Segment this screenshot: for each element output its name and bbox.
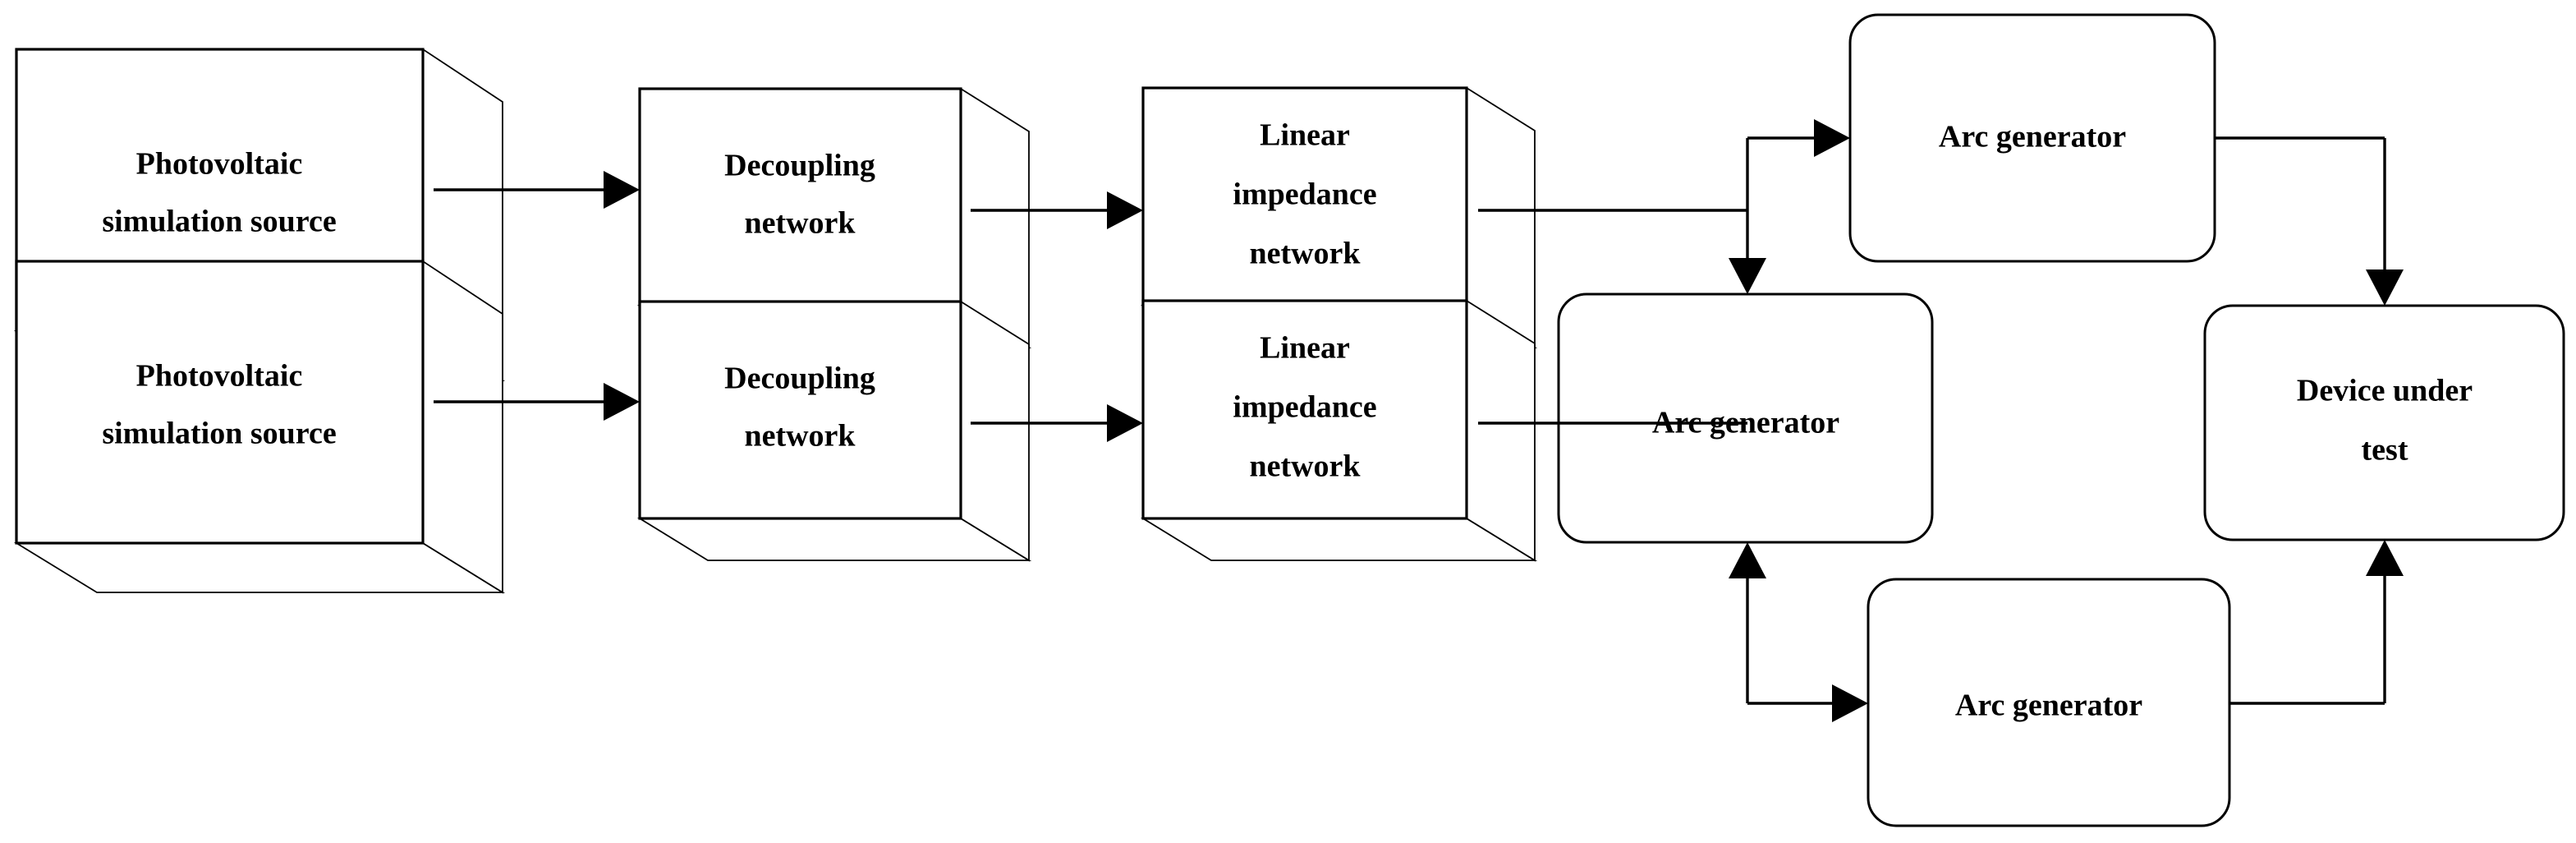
lin-bottom-label-line2: impedance: [1233, 390, 1376, 425]
pv-source-bottom-bottom-face: [13, 542, 506, 593]
decoupling-bottom-front-face: [638, 300, 962, 520]
node-decoupling-bottom[interactable]: Decoupling network: [636, 300, 1032, 562]
edge-decoupling-bottom-to-lin-bottom: [971, 404, 1143, 442]
edge-pv-source-top-to-decoupling-top: [434, 171, 640, 209]
lin-bottom-front-face: [1141, 299, 1468, 520]
arrow-head-right-icon: [1107, 191, 1143, 229]
arrow-head-right-icon: [1107, 404, 1143, 442]
lin-bottom-label-line1: Linear: [1260, 331, 1350, 366]
pv-source-bottom-front-face: [15, 260, 425, 545]
pv-source-top-label-line2: simulation source: [102, 205, 336, 239]
node-lin-bottom[interactable]: Linear impedance network: [1140, 299, 1538, 562]
pv-source-top-label-line1: Photovoltaic: [136, 147, 303, 182]
device-under-test-body: [2203, 304, 2565, 541]
decoupling-bottom-right-face: [960, 300, 1030, 562]
arrow-head-right-icon: [604, 383, 640, 421]
lin-top-label-line1: Linear: [1260, 118, 1350, 153]
node-arc-generator-top[interactable]: Arc generator: [1848, 13, 2216, 263]
decoupling-top-label-line1: Decoupling: [724, 149, 875, 183]
arrow-head-right-icon: [604, 171, 640, 209]
arrow-head-down-icon: [2366, 269, 2404, 306]
lin-bottom-label-line3: network: [1249, 449, 1361, 484]
arrow-head-right-icon: [1814, 119, 1850, 157]
arrow-head-up-icon: [1729, 542, 1766, 578]
lin-top-front-face: [1141, 86, 1468, 307]
decoupling-bottom-label-line2: network: [744, 419, 856, 454]
edge-pv-source-bottom-to-decoupling-bottom: [434, 383, 640, 421]
lin-bottom-right-face: [1466, 299, 1536, 562]
pv-source-bottom-label-line2: simulation source: [102, 417, 336, 451]
arc-generator-middle-body: [1557, 293, 1934, 544]
node-arc-generator-middle[interactable]: Arc generator: [1557, 293, 1934, 544]
lin-top-label-line2: impedance: [1233, 177, 1376, 212]
lin-top-label-line3: network: [1249, 237, 1361, 271]
node-arc-generator-bottom[interactable]: Arc generator: [1867, 578, 2231, 827]
edge-lin-bottom-to-arc-generators: [1478, 422, 1868, 722]
edge-arc-generator-bottom-to-device-under-test: [2229, 540, 2404, 705]
node-device-under-test[interactable]: Device under test: [2203, 304, 2565, 541]
edge-decoupling-top-to-lin-top: [971, 191, 1143, 229]
pv-source-bottom-right-face: [422, 260, 503, 594]
device-under-test-label-line1: Device under: [2297, 374, 2473, 408]
arrow-head-down-icon: [1729, 258, 1766, 294]
decoupling-bottom-label-line1: Decoupling: [724, 362, 875, 396]
arc-generator-bottom-label: Arc generator: [1955, 689, 2142, 723]
edge-lin-top-to-arc-generators: [1478, 119, 1850, 294]
device-under-test-label-line2: test: [2362, 433, 2408, 468]
edge-arc-generator-top-to-device-under-test: [2215, 136, 2404, 306]
decoupling-top-front-face: [638, 87, 962, 307]
arc-generator-top-label: Arc generator: [1939, 120, 2126, 154]
decoupling-top-label-line2: network: [744, 206, 856, 241]
arrow-head-right-icon: [1832, 684, 1868, 722]
arrow-head-up-icon: [2366, 540, 2404, 576]
node-pv-source-bottom[interactable]: Photovoltaic simulation source: [13, 260, 506, 594]
pv-source-bottom-label-line1: Photovoltaic: [136, 359, 303, 394]
